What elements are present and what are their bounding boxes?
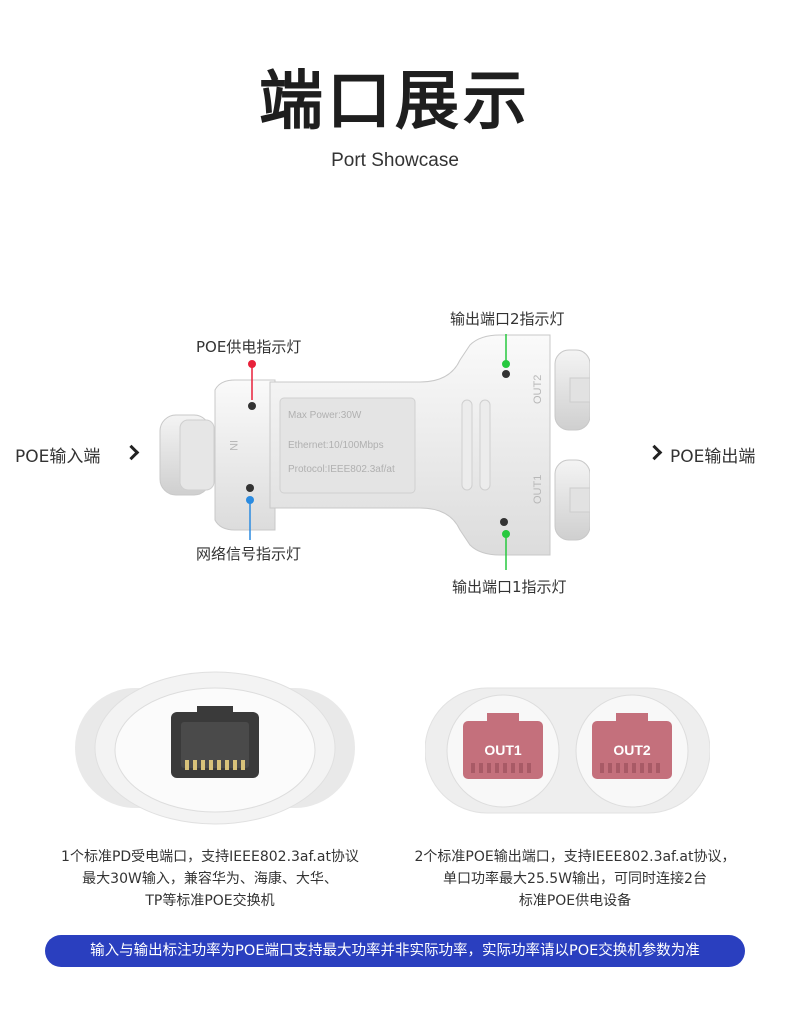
out2-photo-label: OUT2 — [613, 742, 651, 758]
output-description: 2个标准POE输出端口，支持IEEE802.3af.at协议， 单口功率最大25… — [385, 846, 765, 912]
poe-power-led — [248, 402, 256, 410]
spec-max-power: Max Power:30W — [288, 410, 362, 421]
out2-led-label: 输出端口2指示灯 — [450, 310, 565, 328]
device-ridge — [461, 399, 473, 491]
network-callout-dot — [246, 496, 254, 504]
out1-port-text: OUT1 — [532, 475, 544, 504]
network-led-label: 网络信号指示灯 — [196, 545, 302, 563]
out2-callout-dot — [502, 360, 510, 368]
output-plug-1-latch — [569, 487, 590, 513]
spec-protocol: Protocol:IEEE802.3af/at — [288, 464, 395, 475]
page-title: 端口展示 — [259, 65, 531, 139]
output-plug-2-latch — [569, 377, 590, 403]
page-subtitle: Port Showcase — [331, 150, 459, 171]
poe-power-callout-dot — [248, 360, 256, 368]
input-description-line: 最大30W输入，兼容华为、海康、大华、 — [82, 871, 338, 887]
network-led — [246, 484, 254, 492]
input-plug-latch — [179, 419, 215, 491]
in-port-text: IN — [227, 440, 239, 451]
out1-photo-label: OUT1 — [484, 742, 522, 758]
out1-led — [500, 518, 508, 526]
spec-ethernet: Ethernet:10/100Mbps — [288, 440, 384, 451]
output-description-line: 单口功率最大25.5W输出，可同时连接2台 — [443, 871, 707, 887]
input-description-line: TP等标准POE交换机 — [145, 893, 275, 909]
poe-input-label: POE输入端 — [15, 447, 101, 467]
power-notice-banner: 输入与输出标注功率为POE端口支持最大功率并非实际功率，实际功率请以POE交换机… — [45, 935, 745, 967]
out2-led — [502, 370, 510, 378]
out1-callout-dot — [502, 530, 510, 538]
output-description-line: 标准POE供电设备 — [518, 893, 632, 909]
poe-splitter-device: Max Power:30W Ethernet:10/100Mbps Protoc… — [159, 334, 590, 556]
poe-power-led-label: POE供电指示灯 — [196, 338, 302, 356]
device-ridge — [479, 399, 491, 491]
input-description: 1个标准PD受电端口，支持IEEE802.3af.at协议 最大30W输入，兼容… — [25, 846, 395, 912]
out2-port-text: OUT2 — [532, 375, 544, 404]
output-ports-photo: OUT1 OUT2 — [425, 687, 710, 814]
spec-label-plate — [279, 397, 416, 494]
poe-output-label: POE输出端 — [670, 447, 756, 467]
input-port-photo — [75, 671, 355, 825]
output-description-line: 2个标准POE输出端口，支持IEEE802.3af.at协议， — [414, 849, 736, 865]
input-description-line: 1个标准PD受电端口，支持IEEE802.3af.at协议 — [61, 849, 359, 865]
device-body-left — [214, 379, 276, 531]
out1-led-label: 输出端口1指示灯 — [452, 578, 567, 596]
